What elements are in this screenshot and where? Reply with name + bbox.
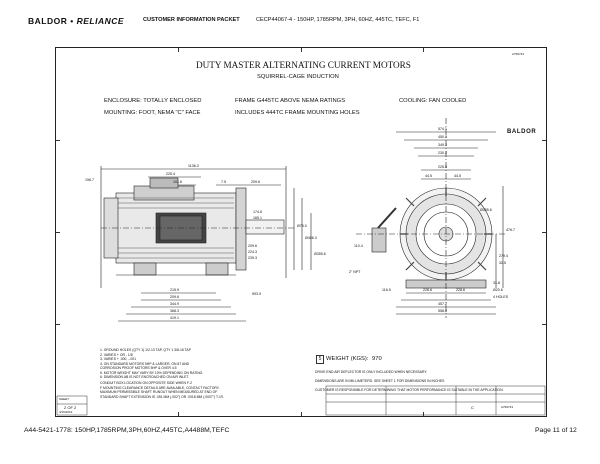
page-header: BALDOR • RELIANCE CUSTOMER INFORMATION P…	[0, 0, 600, 40]
dim-side-4: 209.6	[251, 180, 260, 184]
note-3: 3. VARIES + .000, -.001	[100, 357, 137, 361]
dim-end-19: Ø20.6	[493, 288, 503, 292]
dim-end-8: 476.7	[506, 228, 515, 232]
footer-model-line: A44-5421-1778: 150HP,1785RPM,3PH,60HZ,44…	[24, 427, 230, 434]
dim-end-2: 349.3	[438, 143, 447, 147]
note-4b: CORROSION PROOF MOTORS 5HP & OVER 4.5	[100, 366, 177, 370]
dim-side-14: 209.6	[170, 295, 179, 299]
drawing-number-top: A760743	[512, 52, 525, 56]
drawing-subtitle: SQUIRREL-CAGE INDUCTION	[257, 74, 339, 80]
drawing-title: DUTY MASTER ALTERNATING CURRENT MOTORS	[196, 60, 411, 70]
packet-title: CUSTOMER INFORMATION PACKET	[143, 17, 240, 23]
note2-3: MAXIMUM PERMISSIBLE SHAFT RUNOUT WHEN ME…	[100, 390, 218, 394]
dim-side-18: 593.9	[252, 292, 261, 296]
brand-name-baldor: BALDOR	[28, 16, 68, 26]
dim-side-9: Ø355.6	[314, 252, 326, 256]
dim-side-13: 215.9	[170, 288, 179, 292]
dim-side-19: 196.7	[85, 178, 94, 182]
motor-drawings	[56, 118, 546, 416]
note2-2: F MOUNTING CLEARANCE DETAILS ARE AVAILAB…	[100, 385, 220, 390]
brand-separator: •	[70, 16, 74, 26]
dim-side-2: 101.6	[173, 180, 182, 184]
includes-spec: INCLUDES 444TC FRAME MOUNTING HOLES	[235, 110, 360, 116]
dim-end-17: 558.8	[438, 309, 447, 313]
dim-side-10: 209.6	[248, 244, 257, 248]
dim-end-11: 110.4	[354, 244, 363, 248]
dim-end-7: Ø355.6	[480, 208, 492, 212]
dim-end-5: 44.5	[425, 174, 432, 178]
title-block	[56, 385, 546, 416]
cooling-spec: COOLING: FAN COOLED	[399, 98, 467, 104]
end-view-motor	[356, 118, 506, 318]
dim-side-overall: 1136.3	[188, 164, 199, 168]
dim-end-16: 457.2	[438, 302, 447, 306]
dim-side-11: 224.3	[248, 250, 257, 254]
dim-end-18: 31.8	[493, 281, 500, 285]
dim-side-6: 165.1	[253, 216, 262, 220]
drive-end-note: DRIVE END AIR DEFLECTOR IS ONLY INCLUDED…	[315, 370, 428, 374]
sheet-value: 2 OF 2	[64, 405, 77, 410]
notes-block: 1. GROUND HOLES (QTY 1) 1/2-13 TAP, QTY …	[100, 348, 203, 380]
dim-side-5: 174.6	[253, 210, 262, 214]
enclosure-spec: ENCLOSURE: TOTALLY ENCLOSED	[104, 98, 202, 104]
brand-name-reliance: RELIANCE	[76, 16, 125, 26]
dim-end-0: 574.1	[438, 127, 447, 131]
dim-end-4: 225.5	[438, 165, 447, 169]
dim-end-10: 32.5	[499, 261, 506, 265]
side-view-motor	[100, 166, 312, 322]
weight-label: WEIGHT (KGS):	[326, 356, 369, 362]
weight-value: 970	[372, 356, 382, 362]
note-1: 1. GROUND HOLES (QTY 1) 1/2-13 TAP, QTY …	[100, 348, 191, 352]
dim-side-17: 419.1	[170, 316, 179, 320]
dim-side-7: Ø75.0	[297, 224, 307, 228]
dim-end-3: 230.2	[438, 151, 447, 155]
note2-1: CONDUIT BOX LOCATION ON OPPOSITE SIDE WH…	[100, 381, 192, 385]
customer-note: CUSTOMER IS RESPONSIBLE FOR DETERMINING …	[315, 388, 504, 392]
dim-side-1: 225.4	[166, 172, 175, 176]
note-2: 2. VARIES + OR - 1/8	[100, 352, 133, 357]
dim-end-20: 4 HOLES	[493, 295, 509, 299]
dimensions-note: DIMENSIONS ARE IN MILLIMETERS. SEE SHEET…	[315, 379, 445, 383]
note-5: 5. MOTOR WEIGHT MAY VARY BY 10% DEPENDIN…	[100, 370, 204, 375]
dim-end-15: 228.6	[456, 288, 465, 292]
footer-page-number: Page 11 of 12	[535, 427, 577, 434]
dim-end-12: 2" NPT	[349, 270, 361, 274]
note2-4: STANDARD SHAFT EXTENSION IS .051 MM (.00…	[100, 394, 224, 399]
dim-side-3: 7.5	[221, 180, 226, 184]
dim-end-14: 228.6	[423, 288, 432, 292]
dim-end-13: 116.5	[382, 288, 391, 292]
note-6: 6. DIMENSION AB IS NOT ENCROACHED ON AIR…	[100, 375, 190, 379]
drawing-logo: BALDOR	[507, 129, 537, 135]
sheet-label: SHEET	[59, 397, 70, 401]
drawing-sheet: A760743 DUTY MASTER ALTERNATING CURRENT …	[55, 47, 547, 417]
dim-side-16: 368.3	[170, 309, 179, 313]
weight-note-tag: 5	[316, 355, 324, 364]
frame-spec: FRAME G445TC ABOVE NEMA RATINGS	[235, 98, 346, 104]
notes-block-2: CONDUIT BOX LOCATION ON OPPOSITE SIDE WH…	[100, 381, 224, 399]
dim-end-1: 450.9	[438, 135, 447, 139]
model-description: CECP44067-4 - 150HP, 1785RPM, 3PH, 60HZ,…	[256, 17, 420, 23]
tb-date: 4/19/2019	[59, 410, 73, 414]
title-block-rev: C	[471, 405, 474, 410]
dim-end-9: 279.4	[499, 254, 508, 258]
dim-side-12: 239.3	[248, 256, 257, 260]
dim-side-15: 344.9	[170, 302, 179, 306]
dim-side-8: Ø406.3	[305, 236, 317, 240]
mounting-spec: MOUNTING: FOOT, NEMA "C" FACE	[104, 110, 201, 116]
brand-logo: BALDOR • RELIANCE	[28, 16, 124, 26]
title-block-part-number: A760743	[501, 405, 514, 409]
note-4: 4. ON STANDARD MOTORS 5HP & LARGER. ON 8…	[100, 361, 190, 366]
dim-end-6: 44.5	[454, 174, 461, 178]
